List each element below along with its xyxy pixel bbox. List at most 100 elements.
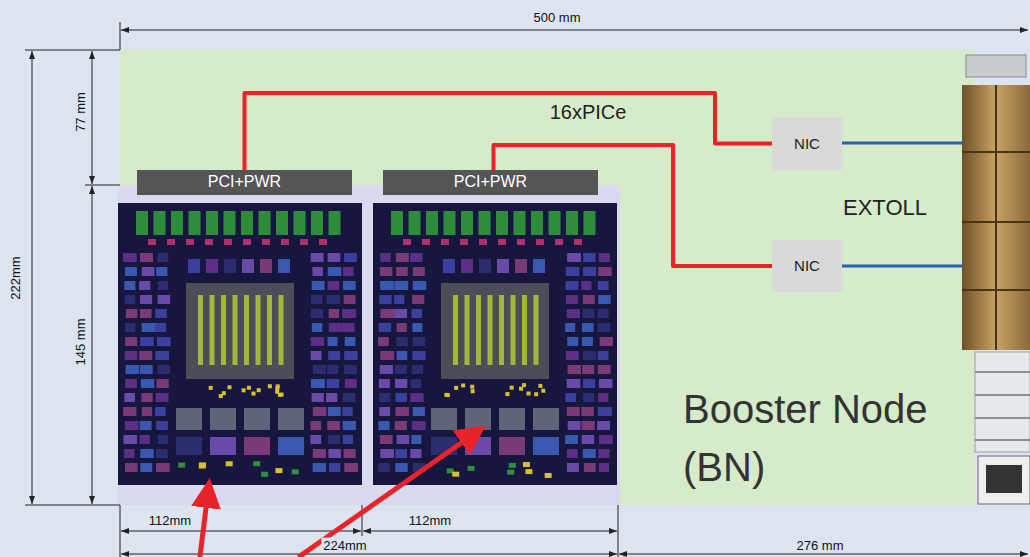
pcb-component [567, 407, 580, 416]
pcb-component [312, 267, 322, 276]
pcb-component [158, 295, 171, 304]
pcb-component [395, 379, 407, 388]
pcb-component [328, 281, 340, 290]
pcb-component [312, 393, 324, 402]
pcb-component [499, 437, 525, 455]
pcb-base [118, 203, 362, 485]
dimension-line [121, 554, 617, 555]
pcb-component [545, 473, 552, 478]
dimension-label: 500 mm [532, 10, 583, 25]
pcb-component [582, 365, 594, 374]
pcb-component [598, 281, 609, 290]
pcb-component [403, 239, 411, 245]
dimension-label: 145 mm [73, 317, 88, 368]
pcb-component [125, 337, 137, 346]
pcb-component [583, 267, 596, 276]
pcb-component [395, 407, 408, 416]
pcb-component [158, 365, 170, 374]
pointer-arrow [300, 429, 481, 556]
pcb-component [517, 239, 525, 245]
pcb-component [262, 239, 270, 245]
pcb-component [470, 385, 474, 389]
pcb-component [567, 309, 580, 318]
pcb-component [328, 407, 341, 416]
pcb-component [243, 239, 251, 245]
pcb-component [497, 259, 509, 273]
pcb-component [461, 211, 473, 235]
pcb-component [328, 267, 342, 276]
pcb-component [219, 394, 223, 398]
pcb-component [412, 421, 426, 430]
pci-power-connector: PCI+PWR [137, 170, 352, 195]
pcb-component [313, 407, 327, 416]
pcb-component [125, 379, 137, 388]
pcb-trace [198, 295, 203, 365]
pcb-component [461, 383, 465, 387]
pcb-component [125, 463, 138, 472]
dimension-line [32, 51, 33, 504]
pcb-component [395, 421, 407, 430]
pcb-component [343, 435, 353, 444]
pcb-component [139, 281, 150, 290]
pcb-component [209, 386, 213, 390]
pcb-component [344, 295, 356, 304]
pcb-component [311, 351, 322, 360]
pcb-component [597, 309, 608, 318]
pcb-trace [233, 295, 238, 365]
pcb-component [156, 267, 167, 276]
pcb-component [327, 365, 338, 374]
pcb-component [206, 211, 218, 235]
nic-box: NIC [772, 117, 842, 170]
pcb-component [411, 435, 421, 444]
pcb-component [140, 309, 152, 318]
pcb-component [252, 392, 256, 396]
pcb-processor [441, 283, 549, 379]
pcb-component [471, 389, 475, 393]
pcb-component [154, 211, 166, 235]
pcb-component [280, 393, 284, 397]
pcb-component [568, 365, 581, 374]
pcb-component [157, 253, 168, 262]
pcb-component [275, 468, 282, 473]
pcb-component [522, 383, 526, 387]
pcb-component [311, 253, 324, 262]
pcb-component [210, 437, 236, 455]
pcb-component [125, 295, 136, 304]
pcb-component [345, 337, 356, 346]
dimension-lines [25, 22, 1028, 557]
pcb-component [446, 393, 450, 397]
pcb-component [342, 309, 356, 318]
pcb-component [178, 463, 185, 468]
pcb-component [226, 461, 233, 466]
pcb-component [156, 379, 168, 388]
pcb-trace [511, 295, 516, 365]
pcb-component [582, 323, 594, 332]
pcb-component [327, 379, 340, 388]
pcb-component [142, 323, 156, 332]
pcb-component [329, 323, 342, 332]
pcb-component [344, 253, 357, 262]
pcb-component [205, 239, 213, 245]
dimension-tick [120, 22, 121, 50]
pcb-component [583, 449, 596, 458]
pcb-component [379, 407, 390, 416]
pcb-component [538, 384, 542, 388]
pcb-component [452, 472, 459, 477]
pcb-component [140, 295, 152, 304]
pcb-component [343, 421, 356, 430]
pcb-trace [244, 295, 249, 365]
pcb-component [327, 295, 341, 304]
pcb-component [148, 239, 156, 245]
pcb-component [300, 239, 308, 245]
pcb-component [156, 421, 168, 430]
pcb-component [156, 393, 169, 402]
pcb-component [278, 393, 282, 397]
pcb-component [397, 323, 407, 332]
pcb-component [343, 281, 356, 290]
dimension-tick [25, 50, 120, 51]
pcb-component [125, 323, 136, 332]
pcb-component [313, 449, 326, 458]
pcb-component [244, 408, 270, 430]
pcb-component [394, 281, 408, 290]
pcb-component [394, 295, 404, 304]
